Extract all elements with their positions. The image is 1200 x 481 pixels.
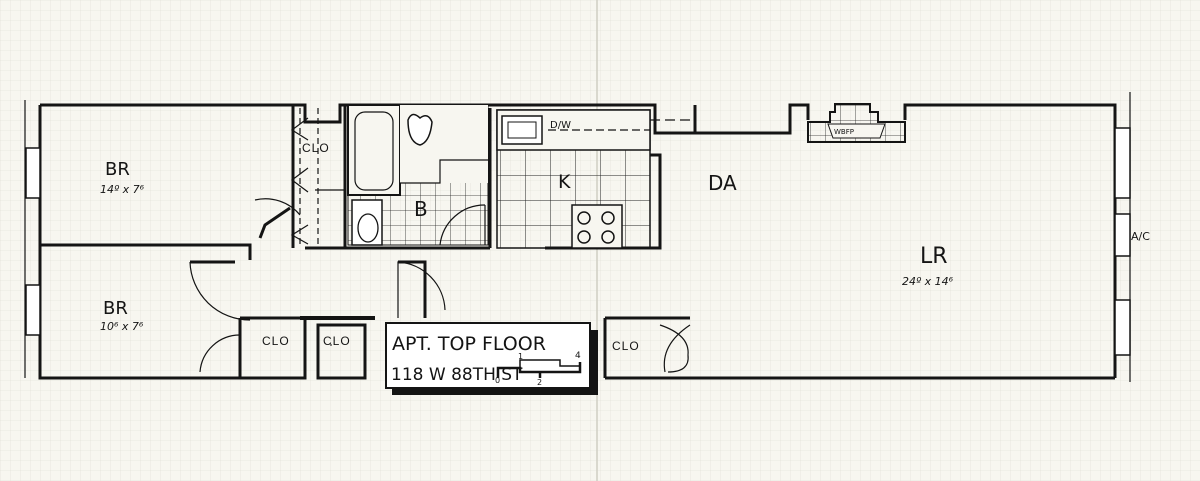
scale-tick-0: 0: [495, 376, 500, 385]
scale-tick-4: 4: [575, 351, 581, 361]
dining-label: DA: [708, 171, 737, 195]
dishwasher-label: D/W: [550, 120, 571, 131]
fireplace: [807, 103, 906, 143]
title-line1: APT. TOP FLOOR: [392, 333, 546, 355]
doors: [189, 198, 691, 373]
stove: [571, 204, 623, 249]
br1-dims: 14º x 7⁶: [100, 183, 145, 196]
sink: [407, 113, 433, 146]
br1-label: BR: [105, 159, 130, 180]
br2-dims: 10⁶ x 7⁶: [100, 320, 144, 333]
living-dims: 24º x 14⁶: [902, 275, 954, 288]
bathroom: [347, 104, 489, 246]
bathtub: [347, 104, 401, 196]
closet-label-br1: CLO: [302, 141, 330, 155]
kitchen: [496, 109, 695, 249]
living-label: LR: [920, 244, 948, 269]
windows: [25, 127, 1131, 356]
title-block: APT. TOP FLOOR 118 W 88TH ST 0 1 2 4: [385, 322, 598, 395]
br2-label: BR: [103, 298, 128, 319]
scale-bar: 0 1 2 4: [495, 351, 582, 387]
closet-label-entry: CLO: [612, 339, 640, 353]
bath-label: B: [414, 197, 428, 221]
scale-tick-1: 1: [518, 352, 523, 361]
closet-br1: [290, 108, 345, 245]
closet-label-hall: CLO: [323, 334, 351, 348]
fireplace-label: WBFP: [834, 128, 854, 136]
kitchen-sink: [501, 115, 543, 145]
title-line2: 118 W 88TH ST: [391, 365, 523, 385]
scale-tick-2: 2: [537, 378, 542, 387]
ac-label: A/C: [1131, 230, 1150, 243]
kitchen-label: K: [558, 171, 571, 193]
closet-label-br2: CLO: [262, 334, 290, 348]
